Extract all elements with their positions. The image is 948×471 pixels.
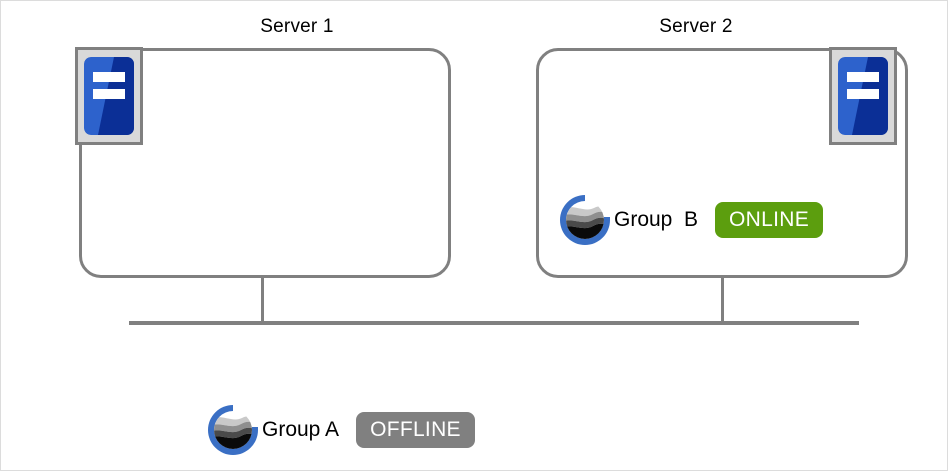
group-logo-icon <box>560 195 610 245</box>
group-a-row[interactable]: Group A OFFLINE <box>206 403 475 457</box>
server-rack-icon <box>75 47 143 145</box>
network-bus-line <box>129 321 859 325</box>
server-1-title: Server 1 <box>260 16 334 37</box>
server-2-connector-line <box>721 275 724 323</box>
group-a-status-badge[interactable]: OFFLINE <box>356 412 475 448</box>
server-1-connector-line <box>261 275 264 323</box>
server-2-title: Server 2 <box>659 16 733 37</box>
server-rack-icon <box>829 47 897 145</box>
group-b-label: Group B <box>614 208 699 231</box>
group-b-row[interactable]: Group B ONLINE <box>558 193 824 247</box>
group-logo-icon <box>208 405 258 455</box>
group-a-label: Group A <box>262 418 340 441</box>
group-b-status-badge[interactable]: ONLINE <box>715 202 824 238</box>
